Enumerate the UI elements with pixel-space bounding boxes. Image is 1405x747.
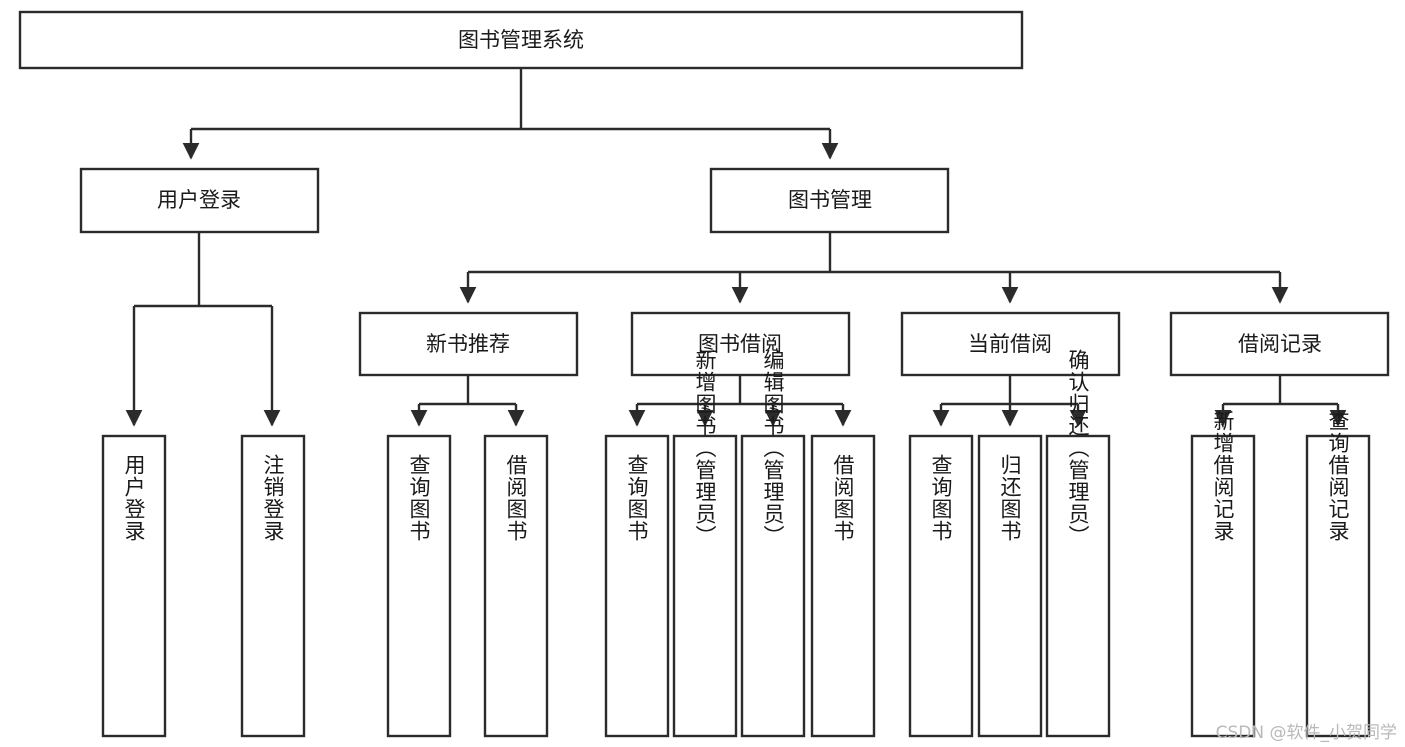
leaf-label: 借阅图书 <box>831 454 855 542</box>
node-current-borrow[interactable]: 当前借阅 <box>900 311 1121 377</box>
node-book-borrow-label: 图书借阅 <box>698 332 782 356</box>
leaf-new-book-borrow[interactable]: 借阅图书 <box>483 434 549 738</box>
node-user-login-label: 用户登录 <box>157 188 241 212</box>
leaf-box <box>101 434 167 738</box>
leaf-current-borrow-return[interactable]: 归还图书 <box>977 434 1043 738</box>
leaf-label: 新增图书（管理员） <box>693 349 717 547</box>
node-borrow-record-box <box>1169 311 1390 377</box>
node-root-book-management-system[interactable]: 图书管理系统 <box>18 10 1024 70</box>
leaf-current-borrow-query[interactable]: 查询图书 <box>908 434 974 738</box>
leaf-box <box>483 434 549 738</box>
node-book-management-label: 图书管理 <box>788 188 872 212</box>
leaf-label: 查询图书 <box>625 454 649 542</box>
leaf-user-login-logout[interactable]: 注销登录 <box>240 434 306 738</box>
leaf-new-book-query[interactable]: 查询图书 <box>386 434 452 738</box>
leaf-book-borrow-edit[interactable]: 编辑图书（管理员） <box>740 349 806 738</box>
leaf-book-borrow-add[interactable]: 新增图书（管理员） <box>672 349 738 738</box>
leaf-borrow-record-add[interactable]: 新增借阅记录 <box>1190 410 1256 738</box>
leaf-label: 编辑图书（管理员） <box>761 349 785 547</box>
leaf-box <box>672 434 738 738</box>
leaf-label: 确认归还（管理员） <box>1066 349 1090 547</box>
node-user-login-box <box>79 167 320 234</box>
node-book-borrow[interactable]: 图书借阅 <box>630 311 851 377</box>
node-book-management-box <box>709 167 950 234</box>
leaf-label: 新增借阅记录 <box>1211 410 1235 542</box>
node-borrow-record[interactable]: 借阅记录 <box>1169 311 1390 377</box>
leaf-box <box>810 434 876 738</box>
node-root-label: 图书管理系统 <box>458 28 584 52</box>
node-new-book-recommend-box <box>358 311 579 377</box>
leaf-box <box>908 434 974 738</box>
csdn-watermark: CSDN @软件_小贺同学 <box>1215 723 1397 743</box>
leaf-current-borrow-confirm[interactable]: 确认归还（管理员） <box>1045 349 1111 738</box>
leaf-label: 查询借阅记录 <box>1326 410 1350 542</box>
node-current-borrow-label: 当前借阅 <box>968 332 1052 356</box>
leaf-label: 借阅图书 <box>504 454 528 542</box>
connector-layer <box>125 68 1347 427</box>
node-borrow-record-label: 借阅记录 <box>1238 332 1322 356</box>
leaf-label: 用户登录 <box>122 454 146 542</box>
leaf-borrow-record-query[interactable]: 查询借阅记录 <box>1305 410 1371 738</box>
leaf-box <box>386 434 452 738</box>
leaf-box <box>1190 434 1256 738</box>
leaf-box <box>240 434 306 738</box>
leaf-box <box>977 434 1043 738</box>
leaf-book-borrow-borrow[interactable]: 借阅图书 <box>810 434 876 738</box>
node-new-book-recommend-label: 新书推荐 <box>426 332 510 356</box>
node-book-borrow-box <box>630 311 851 377</box>
leaf-user-login-login[interactable]: 用户登录 <box>101 434 167 738</box>
leaf-box <box>1045 434 1111 738</box>
node-book-management[interactable]: 图书管理 <box>709 167 950 234</box>
node-user-login[interactable]: 用户登录 <box>79 167 320 234</box>
leaf-label: 注销登录 <box>261 454 285 542</box>
node-current-borrow-box <box>900 311 1121 377</box>
leaf-label: 查询图书 <box>929 454 953 542</box>
node-root-box <box>18 10 1024 70</box>
leaf-label: 归还图书 <box>998 454 1022 542</box>
leaf-box <box>604 434 670 738</box>
leaf-book-borrow-query[interactable]: 查询图书 <box>604 434 670 738</box>
node-new-book-recommend[interactable]: 新书推荐 <box>358 311 579 377</box>
leaf-box <box>1305 434 1371 738</box>
leaf-label: 查询图书 <box>407 454 431 542</box>
leaf-box <box>740 434 806 738</box>
